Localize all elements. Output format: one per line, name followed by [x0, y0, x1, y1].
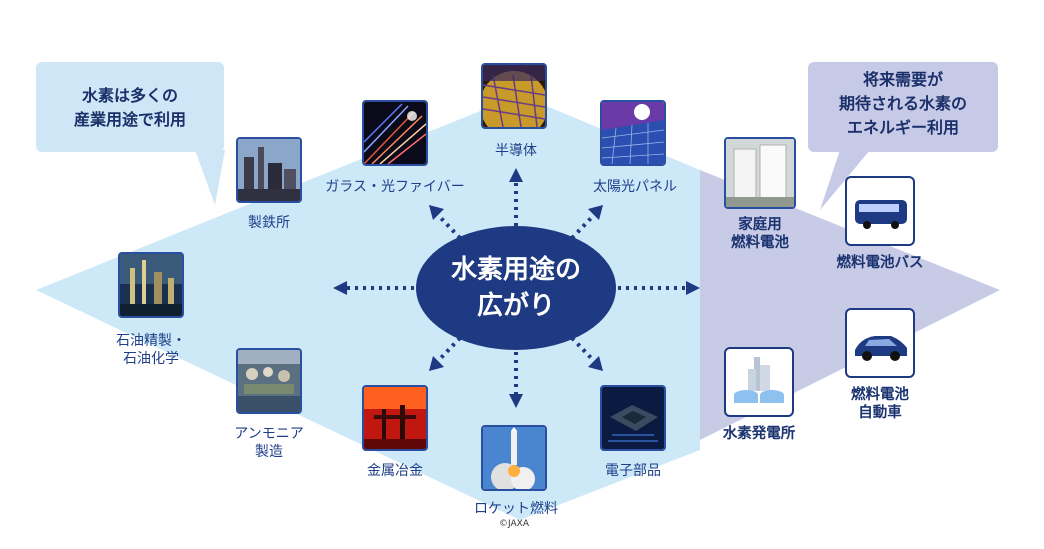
arrow-right-head [686, 281, 700, 295]
label-solar-panel: 太陽光パネル [593, 179, 677, 195]
fc-bus-tile [845, 176, 915, 246]
label-ammonia-line1: アンモニア [234, 426, 304, 442]
arrow-downleft-head [429, 356, 444, 371]
chemical-plant-photo [236, 348, 302, 414]
arrow-upright [570, 212, 597, 240]
arrow-downright-head [588, 356, 603, 371]
arrows [333, 168, 700, 408]
label-fc-bus: 燃料電池バス [836, 255, 924, 271]
callout-left-tail [195, 150, 225, 205]
label-petroleum-line1: 石油精製・ [116, 333, 186, 349]
label-electronics: 電子部品 [605, 463, 661, 479]
steel-plant-photo [236, 137, 302, 203]
chip-photo [600, 385, 666, 451]
callout-right [808, 62, 998, 152]
label-fcv-line2: 自動車 [858, 405, 902, 421]
callout-right-line2: 期待される水素の [838, 94, 967, 113]
solar-panel-photo [600, 100, 666, 166]
arrow-upright-head [588, 205, 603, 220]
wafer-photo [481, 63, 547, 129]
molten-metal-photo [362, 385, 428, 451]
arrow-down-head [509, 394, 523, 408]
arrow-downleft [435, 336, 462, 364]
optical-fiber-photo [362, 100, 428, 166]
h2-plant-tile [724, 347, 794, 417]
center-title-line2: 広がり [476, 291, 555, 321]
callout-left-line1: 水素は多くの [81, 86, 178, 105]
label-fcv-line1: 燃料電池 [851, 387, 909, 403]
arrow-downright [570, 336, 597, 364]
arrow-up-head [509, 168, 523, 182]
arrow-upleft [435, 212, 462, 240]
label-semiconductor: 半導体 [495, 143, 537, 159]
label-home-fc-line1: 家庭用 [738, 217, 782, 233]
refinery-photo [118, 252, 184, 318]
callout-left-line2: 産業用途で利用 [73, 110, 186, 129]
center-ellipse [416, 226, 616, 350]
arrow-upleft-head [429, 205, 444, 220]
label-metallurgy: 金属冶金 [367, 463, 423, 479]
center-title-line1: 水素用途の [450, 255, 581, 285]
arrow-left-head [333, 281, 347, 295]
fcv-tile [845, 308, 915, 378]
bus-icon [855, 200, 907, 229]
callout-right-line1: 将来需要が [862, 70, 943, 89]
rocket-credit: ©JAXA [499, 519, 529, 529]
rocket-launch-photo [481, 425, 547, 491]
label-h2-plant: 水素発電所 [722, 426, 796, 442]
label-petroleum-line2: 石油化学 [123, 351, 179, 367]
home-fuel-cell-photo [724, 137, 796, 209]
callout-left [36, 62, 224, 152]
label-rocket-fuel: ロケット燃料 [474, 501, 558, 517]
label-ammonia-line2: 製造 [255, 444, 283, 460]
callout-right-line3: エネルギー利用 [846, 118, 959, 137]
power-plant-icon [734, 357, 784, 403]
industrial-band [36, 95, 700, 520]
label-steelworks: 製鉄所 [248, 215, 290, 231]
car-icon [855, 336, 907, 361]
label-home-fc-line2: 燃料電池 [731, 235, 789, 251]
label-glass-fiber: ガラス・光ファイバー [325, 179, 465, 195]
